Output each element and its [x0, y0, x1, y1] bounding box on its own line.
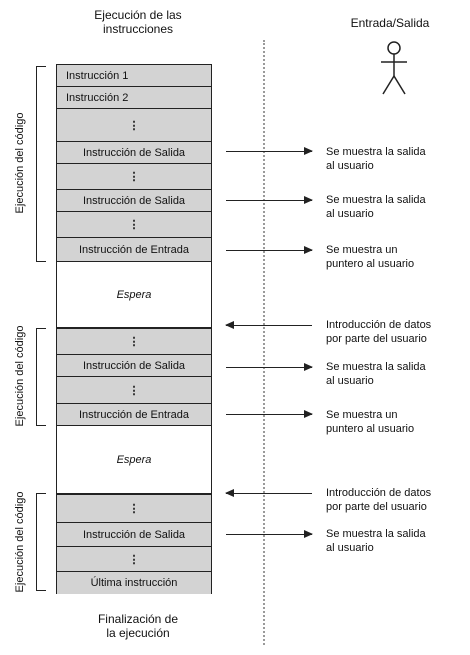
execution-end-label: Finalización de la ejecución: [48, 612, 228, 640]
io-note: Introducción de datos por parte del usua…: [326, 318, 466, 346]
code-execution-bracket: [36, 66, 46, 262]
instruction-cell: Instrucción 2: [57, 87, 211, 109]
note-line-1: Se muestra la salida: [326, 528, 426, 540]
footer-line-2: la ejecución: [106, 626, 170, 640]
input-arrow: [225, 321, 312, 329]
note-line-2: por parte del usuario: [326, 501, 427, 513]
io-note: Se muestra la salida al usuario: [326, 360, 466, 388]
input-arrow: [225, 489, 312, 497]
output-instruction-cell: Instrucción de Salida: [57, 355, 211, 377]
output-arrow: [226, 147, 313, 155]
ellipsis-cell: ⋮: [57, 377, 211, 404]
note-line-2: al usuario: [326, 208, 374, 220]
io-note: Introducción de datos por parte del usua…: [326, 486, 466, 514]
footer-line-1: Finalización de: [97, 612, 179, 626]
note-line-2: por parte del usuario: [326, 333, 427, 345]
ellipsis-cell: ⋮: [57, 212, 211, 238]
note-line-2: al usuario: [326, 375, 374, 387]
output-arrow: [226, 530, 313, 538]
io-note: Se muestra la salida al usuario: [326, 527, 466, 555]
output-arrow: [226, 410, 313, 418]
note-line-1: Se muestra la salida: [326, 194, 426, 206]
code-execution-bracket: [36, 328, 46, 426]
note-line-1: Se muestra la salida: [326, 146, 426, 158]
ellipsis-cell: ⋮: [57, 494, 211, 523]
instruction-stack: Instrucción 1 Instrucción 2 ⋮ Instrucció…: [56, 64, 212, 594]
wait-cell: Espera: [57, 426, 211, 494]
note-line-1: Se muestra un: [326, 244, 398, 256]
wait-cell: Espera: [57, 262, 211, 328]
input-instruction-cell: Instrucción de Entrada: [57, 238, 211, 262]
output-instruction-cell: Instrucción de Salida: [57, 142, 211, 164]
note-line-1: Introducción de datos: [326, 487, 432, 499]
note-line-1: Introducción de datos: [326, 319, 432, 331]
column-divider: [263, 40, 265, 645]
io-note: Se muestra la salida al usuario: [326, 145, 466, 173]
io-column-header: Entrada/Salida: [350, 16, 430, 30]
output-arrow: [226, 363, 313, 371]
io-note: Se muestra un puntero al usuario: [326, 243, 466, 271]
input-instruction-cell: Instrucción de Entrada: [57, 404, 211, 426]
io-note: Se muestra un puntero al usuario: [326, 408, 466, 436]
io-note: Se muestra la salida al usuario: [326, 193, 466, 221]
ellipsis-cell: ⋮: [57, 547, 211, 572]
instructions-column-header: Ejecución de las instrucciones: [48, 8, 228, 36]
code-execution-bracket: [36, 493, 46, 591]
output-instruction-cell: Instrucción de Salida: [57, 523, 211, 547]
output-arrow: [226, 196, 313, 204]
code-execution-label: Ejecución del código: [14, 325, 26, 427]
ellipsis-cell: ⋮: [57, 164, 211, 190]
note-line-2: al usuario: [326, 542, 374, 554]
code-execution-label: Ejecución del código: [14, 491, 26, 593]
output-instruction-cell: Instrucción de Salida: [57, 190, 211, 212]
header-line-2: instrucciones: [102, 22, 174, 36]
note-line-2: puntero al usuario: [326, 423, 415, 435]
ellipsis-cell: ⋮: [57, 109, 211, 142]
user-figure-icon: [381, 41, 407, 95]
note-line-1: Se muestra la salida: [326, 361, 426, 373]
note-line-1: Se muestra un: [326, 409, 398, 421]
last-instruction-cell: Última instrucción: [57, 572, 211, 594]
instruction-cell: Instrucción 1: [57, 65, 211, 87]
note-line-2: puntero al usuario: [326, 258, 415, 270]
code-execution-label: Ejecución del código: [14, 112, 26, 214]
note-line-2: al usuario: [326, 160, 374, 172]
output-arrow: [226, 246, 313, 254]
header-line-1: Ejecución de las: [94, 8, 182, 22]
ellipsis-cell: ⋮: [57, 328, 211, 355]
